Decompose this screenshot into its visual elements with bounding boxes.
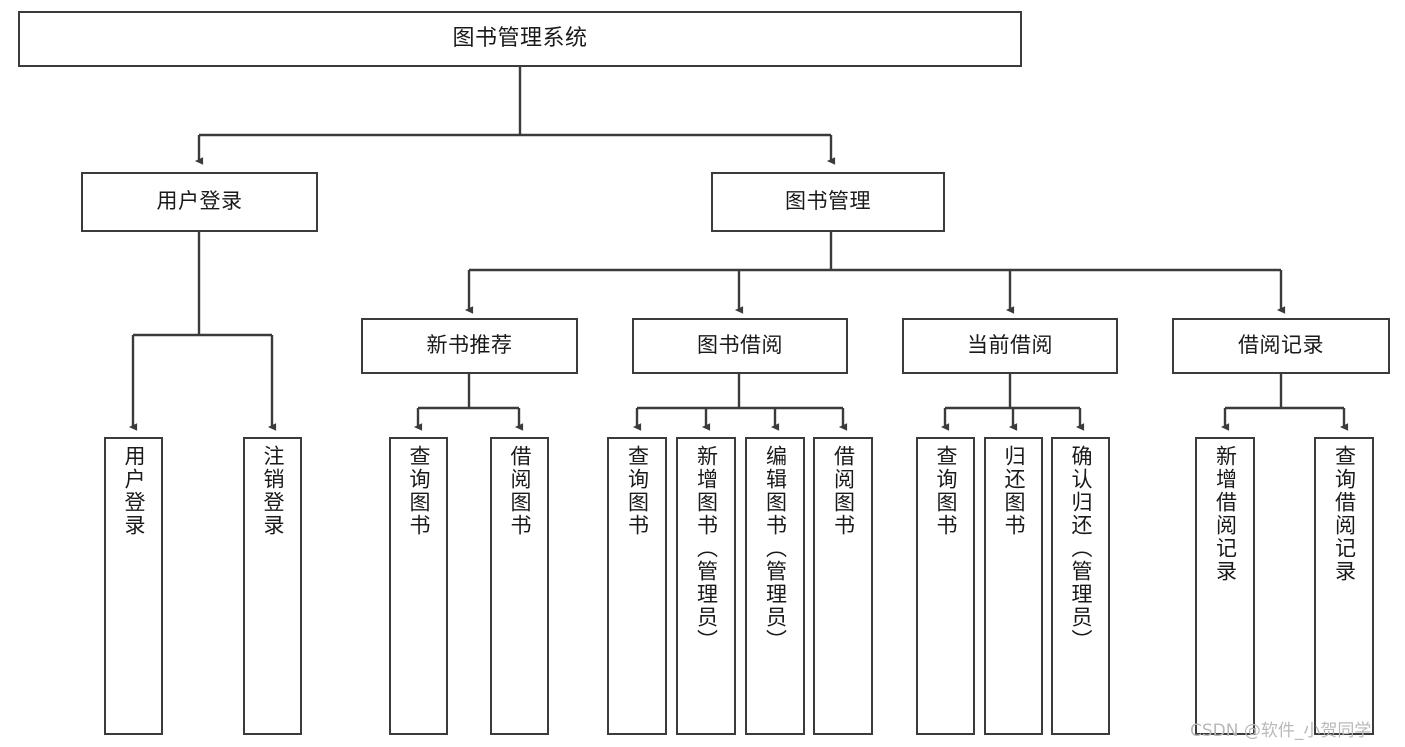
node-leaf-user-login-label: 用户登录 [122, 445, 146, 537]
node-leaf-recommend-borrow-book-label: 借阅图书 [508, 445, 532, 537]
node-current-borrow[interactable]: 当前借阅 [902, 318, 1118, 374]
node-user-login-label: 用户登录 [156, 189, 243, 214]
node-leaf-borrow-query-book-label: 查询图书 [625, 445, 650, 537]
node-new-book-recommend-label: 新书推荐 [426, 333, 513, 358]
node-leaf-current-return-book-label: 归还图书 [1002, 445, 1026, 537]
node-leaf-record-add[interactable]: 新增借阅记录 [1195, 437, 1255, 735]
node-root-system-label: 图书管理系统 [452, 25, 588, 51]
node-book-borrow[interactable]: 图书借阅 [632, 318, 848, 374]
node-leaf-record-query-label: 查询借阅记录 [1332, 445, 1357, 583]
node-leaf-borrow-edit-book[interactable]: 编辑图书（管理员） [745, 437, 805, 735]
node-leaf-recommend-query-book[interactable]: 查询图书 [389, 437, 448, 735]
node-leaf-borrow-query-book[interactable]: 查询图书 [607, 437, 667, 735]
node-leaf-borrow-edit-book-label: 编辑图书（管理员） [763, 445, 788, 652]
node-leaf-borrow-add-book[interactable]: 新增图书（管理员） [676, 437, 736, 735]
node-leaf-logout[interactable]: 注销登录 [243, 437, 302, 735]
node-user-login[interactable]: 用户登录 [81, 172, 318, 232]
node-leaf-logout-label: 注销登录 [261, 445, 285, 537]
node-leaf-record-add-label: 新增借阅记录 [1213, 445, 1238, 583]
node-leaf-user-login[interactable]: 用户登录 [104, 437, 163, 735]
node-leaf-borrow-borrow-book[interactable]: 借阅图书 [813, 437, 873, 735]
node-book-borrow-label: 图书借阅 [697, 333, 783, 358]
node-current-borrow-label: 当前借阅 [967, 333, 1053, 358]
node-book-management[interactable]: 图书管理 [711, 172, 945, 232]
node-book-management-label: 图书管理 [785, 189, 871, 214]
node-leaf-recommend-borrow-book[interactable]: 借阅图书 [490, 437, 549, 735]
node-borrow-record[interactable]: 借阅记录 [1172, 318, 1390, 374]
node-leaf-borrow-add-book-label: 新增图书（管理员） [694, 445, 719, 652]
node-leaf-borrow-borrow-book-label: 借阅图书 [831, 445, 856, 537]
node-leaf-current-confirm-return-label: 确认归还（管理员） [1069, 445, 1093, 652]
node-new-book-recommend[interactable]: 新书推荐 [361, 318, 578, 374]
node-leaf-record-query[interactable]: 查询借阅记录 [1314, 437, 1374, 735]
node-leaf-current-query-book[interactable]: 查询图书 [916, 437, 975, 735]
node-borrow-record-label: 借阅记录 [1238, 333, 1324, 358]
node-root-system[interactable]: 图书管理系统 [18, 11, 1022, 67]
node-leaf-current-query-book-label: 查询图书 [934, 445, 958, 537]
node-leaf-current-confirm-return[interactable]: 确认归还（管理员） [1051, 437, 1110, 735]
node-leaf-recommend-query-book-label: 查询图书 [407, 445, 431, 537]
node-leaf-current-return-book[interactable]: 归还图书 [984, 437, 1043, 735]
